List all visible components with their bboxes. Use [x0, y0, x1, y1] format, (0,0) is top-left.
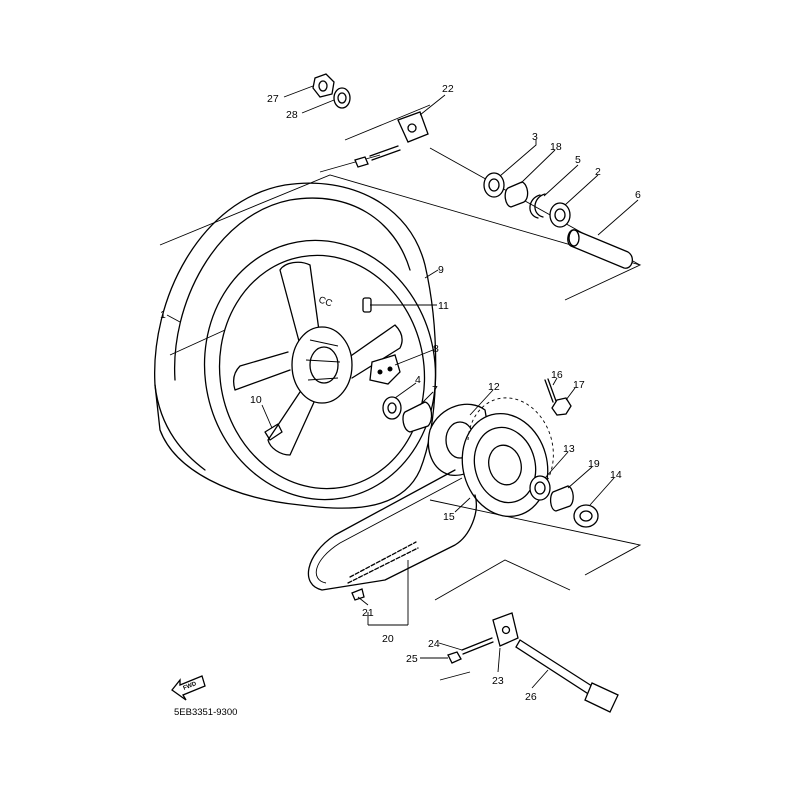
- sprocket-assembly: [427, 378, 599, 528]
- chain-link-section: [347, 547, 419, 584]
- collar-part-19: [549, 485, 574, 512]
- collar-part-18: [504, 181, 529, 208]
- callout-11: 11: [438, 300, 449, 312]
- callout-1: 1: [160, 309, 166, 321]
- nut-part-27: [312, 73, 335, 98]
- fwd-arrow-icon: [171, 675, 206, 701]
- hub: [291, 326, 353, 404]
- tire: [154, 182, 437, 509]
- callout-6: 6: [635, 189, 641, 201]
- damper-part-8: [369, 354, 401, 385]
- sprocket-part-15: [461, 412, 549, 518]
- bearing-part-2: [549, 202, 571, 228]
- bearing-part-13: [529, 475, 551, 501]
- callout-3: 3: [532, 131, 538, 143]
- callout-24: 24: [428, 638, 440, 650]
- callout-7: 7: [432, 384, 438, 396]
- bracket-part-20: [367, 560, 409, 626]
- callout-5: 5: [575, 154, 581, 166]
- sprocket-teeth: [467, 397, 554, 489]
- spoke-3: [267, 391, 316, 456]
- callout-25: 25: [406, 653, 418, 665]
- callout-8: 8: [433, 343, 439, 355]
- stud-bolt-part-16: [544, 378, 557, 403]
- valve-stem: [362, 297, 372, 313]
- callout-10: 10: [250, 394, 262, 406]
- svg-text:FWD: FWD: [183, 681, 199, 692]
- callout-12: 12: [488, 381, 500, 393]
- callout-22: 22: [442, 83, 454, 95]
- hub-bore: [309, 346, 339, 384]
- callout-2: 2: [595, 166, 601, 178]
- nut-part-17: [551, 397, 572, 416]
- nut-part-25: [447, 651, 462, 664]
- fwd-arrow: FWD: [171, 675, 206, 701]
- spoke-1: [279, 261, 321, 346]
- circlip-part-5: [529, 194, 541, 219]
- axis-lines: [159, 104, 642, 681]
- top-parts: [312, 73, 634, 269]
- washer-part-28: [333, 87, 351, 109]
- leader-lines: [166, 85, 639, 689]
- tire-sidewall: [154, 384, 206, 471]
- rear-wheel: CC: [154, 182, 437, 509]
- callout-14: 14: [610, 469, 622, 481]
- callout-15: 15: [443, 511, 455, 523]
- callout-18: 18: [550, 141, 562, 153]
- axle-part-26: [515, 639, 596, 696]
- callout-16: 16: [551, 369, 563, 381]
- adjuster-part-22: [397, 111, 429, 143]
- hub-parts: [369, 354, 433, 433]
- callout-27: 27: [267, 93, 279, 105]
- callout-4: 4: [415, 374, 421, 386]
- adjuster-bolt: [369, 145, 401, 161]
- spacer-part-6: [567, 229, 634, 269]
- seal-part-3: [483, 172, 505, 198]
- drive-chain: [307, 469, 477, 601]
- callout-26: 26: [525, 691, 537, 703]
- balance-weight: [264, 423, 283, 441]
- callout-21: 21: [362, 607, 374, 619]
- wheel-marking: CC: [317, 294, 334, 309]
- diagram-code: 5EB3351-9300: [174, 707, 237, 718]
- collar-part-7: [402, 401, 433, 433]
- callout-20: 20: [382, 633, 394, 645]
- adjuster-part-23: [492, 612, 519, 647]
- callout-17: 17: [573, 379, 585, 391]
- callout-13: 13: [563, 443, 575, 455]
- spoke-2: [344, 324, 403, 379]
- bearing-part-4: [382, 396, 402, 420]
- bottom-parts: [447, 612, 619, 713]
- callout-19: 19: [588, 458, 600, 470]
- spoke-4: [233, 351, 291, 391]
- callout-23: 23: [492, 675, 504, 687]
- adjuster-bolt-part-24: [461, 637, 494, 655]
- chain-loop: [307, 469, 477, 591]
- hub-fins: [305, 339, 341, 381]
- rim-outer: [203, 239, 437, 501]
- seal-part-14: [573, 504, 599, 528]
- callout-labels: 27 28 22 3 18 5 2 6 1 9 11 8 4 7 10 12 1…: [160, 83, 641, 703]
- tire-tread-edge: [173, 197, 411, 381]
- callout-9: 9: [438, 264, 444, 276]
- callout-28: 28: [286, 109, 298, 121]
- master-link-part-21: [351, 588, 365, 601]
